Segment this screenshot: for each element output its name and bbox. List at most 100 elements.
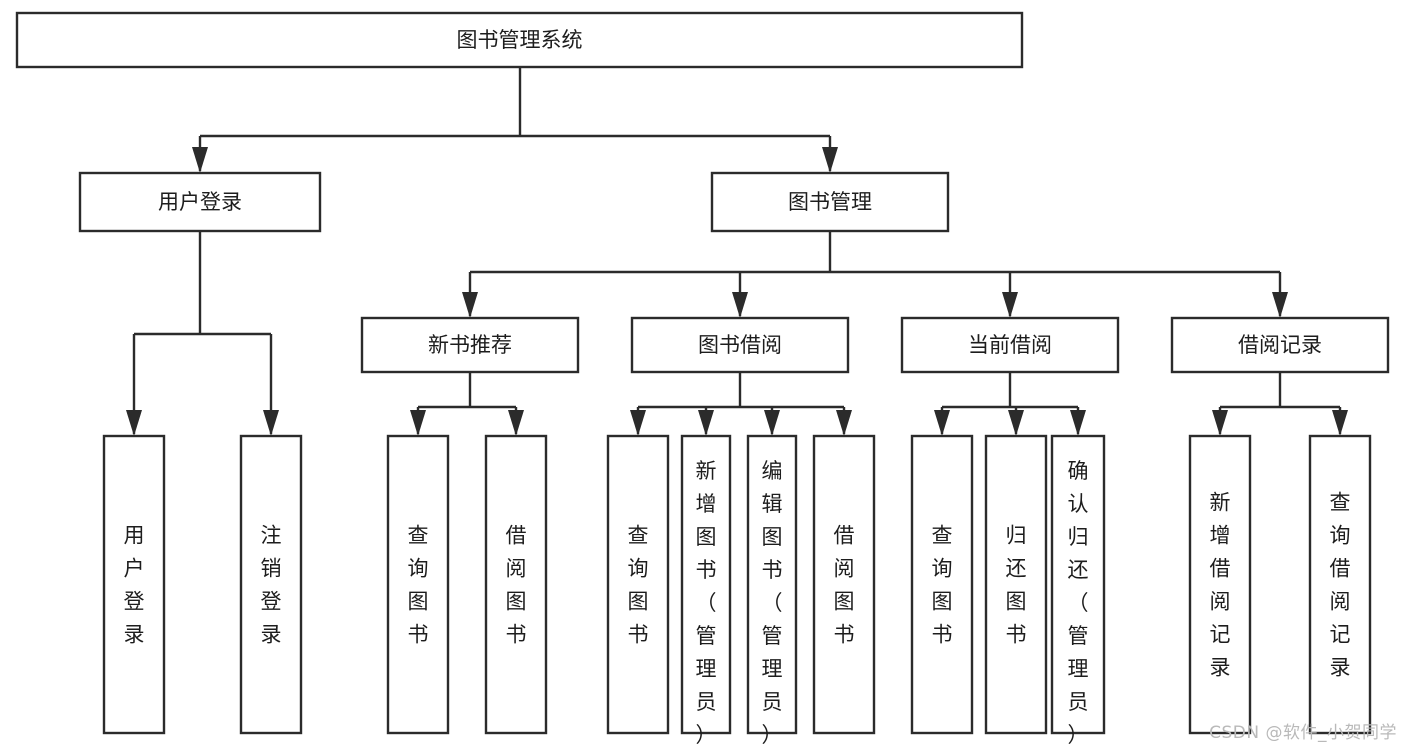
node-box-l2-user-login	[78, 171, 322, 233]
node-root[interactable]: 图书管理系统	[15, 11, 1024, 69]
node-label-char: 查	[408, 523, 429, 547]
node-box-leaf-borrow-edit	[746, 434, 798, 735]
node-label-char: 记	[1330, 622, 1351, 646]
node-label-char: 阅	[834, 556, 855, 580]
node-label-char: 书	[506, 622, 527, 646]
node-label-char: 阅	[506, 556, 527, 580]
node-label-char: 图	[696, 525, 717, 549]
node-label-char: 录	[1210, 655, 1231, 679]
node-label-char: 确	[1068, 459, 1089, 483]
node-label-char: 图	[408, 589, 429, 613]
node-label-char: 增	[1210, 523, 1231, 547]
node-label-char: 登	[261, 589, 282, 613]
node-box-l2-book-manage	[710, 171, 950, 233]
node-label: 图书管理系统	[457, 28, 583, 52]
node-label-char: 登	[124, 589, 145, 613]
edge-l3_book_borrow-to-leaf_borrow_do	[836, 407, 852, 436]
node-label-char: 借	[834, 523, 855, 547]
node-label-char: 还	[1006, 556, 1027, 580]
node-label-char: 借	[1330, 556, 1351, 580]
node-label-char: 理	[1068, 657, 1089, 681]
node-label-char: 书	[628, 622, 649, 646]
node-box-l3-book-borrow	[630, 316, 850, 374]
node-l3-current-borrow[interactable]: 当前借阅	[900, 316, 1120, 374]
node-label-char: 辑	[762, 492, 783, 516]
node-label-char: 用	[124, 523, 145, 547]
node-label-char: 编	[762, 459, 783, 483]
nodes-layer: 图书管理系统用户登录图书管理新书推荐图书借阅当前借阅借阅记录用户登录注销登录查询…	[15, 11, 1390, 747]
connector-book-manage-bus	[470, 231, 1280, 274]
node-label-char: （	[696, 591, 717, 615]
node-box-leaf-user-logout	[239, 434, 303, 735]
node-box-leaf-borrow-query	[606, 434, 670, 735]
node-label-char: 新	[1210, 490, 1231, 514]
node-label-char: 管	[1068, 624, 1089, 648]
node-label-char: （	[762, 591, 783, 615]
node-label-char: 询	[1330, 523, 1351, 547]
node-label-char: 书	[932, 622, 953, 646]
node-label-char: 录	[261, 622, 282, 646]
edge-root-to-l2_book_manage	[822, 136, 838, 173]
node-label-char: ）	[696, 723, 717, 747]
edge-l3_borrow_record-to-leaf_rec_query2	[1332, 407, 1348, 436]
edge-l3_current_borrow-to-leaf_cur_return	[1008, 407, 1024, 436]
node-label-char: 图	[1006, 589, 1027, 613]
node-label-char: 书	[834, 622, 855, 646]
node-label: 新书推荐	[428, 333, 512, 357]
node-label-char: 询	[932, 556, 953, 580]
edge-l3_new_book_rec-to-leaf_rec_query	[410, 407, 426, 436]
node-label-char: 录	[124, 622, 145, 646]
node-label-char: 图	[506, 589, 527, 613]
edge-l3_book_borrow-to-leaf_borrow_add	[698, 407, 714, 436]
node-label-char: 录	[1330, 655, 1351, 679]
edge-l2_user_login-to-leaf_user_login	[126, 334, 142, 436]
connector-root-bus	[200, 67, 830, 138]
node-leaf-user-login[interactable]: 用户登录	[102, 434, 166, 735]
edge-l3_current_borrow-to-leaf_cur_confirm	[1070, 407, 1086, 436]
node-box-leaf-user-login	[102, 434, 166, 735]
connector-user-login-bus	[134, 231, 271, 336]
node-label-char: 理	[762, 657, 783, 681]
node-label-char: 询	[408, 556, 429, 580]
node-label-char: 询	[628, 556, 649, 580]
node-label-char: 员	[762, 690, 783, 714]
connector-new-book-rec-bus	[418, 372, 516, 409]
node-l3-book-borrow[interactable]: 图书借阅	[630, 316, 850, 374]
node-box-leaf-rec-borrow	[484, 434, 548, 735]
edge-l3_new_book_rec-to-leaf_rec_borrow	[508, 407, 524, 436]
node-label: 用户登录	[158, 190, 242, 214]
node-label-char: 图	[762, 525, 783, 549]
node-label-char: 还	[1068, 558, 1089, 582]
node-label-char: 图	[628, 589, 649, 613]
node-label-char: ）	[762, 723, 783, 747]
node-box-l3-new-book-rec	[360, 316, 580, 374]
node-label-char: 理	[696, 657, 717, 681]
node-l2-book-manage[interactable]: 图书管理	[710, 171, 950, 233]
node-label-char: 借	[1210, 556, 1231, 580]
node-l2-user-login[interactable]: 用户登录	[78, 171, 322, 233]
connector-lines-layer	[126, 67, 1348, 436]
node-l3-new-book-rec[interactable]: 新书推荐	[360, 316, 580, 374]
connector-current-borrow-bus	[942, 372, 1078, 409]
node-l3-borrow-record[interactable]: 借阅记录	[1170, 316, 1390, 374]
edge-l3_current_borrow-to-leaf_cur_query	[934, 407, 950, 436]
edge-l2_book_manage-to-l3_book_borrow	[732, 272, 748, 318]
node-box-leaf-borrow-add	[680, 434, 732, 735]
node-label-char: 图	[932, 589, 953, 613]
node-label-char: 查	[932, 523, 953, 547]
node-label-char: 阅	[1210, 589, 1231, 613]
